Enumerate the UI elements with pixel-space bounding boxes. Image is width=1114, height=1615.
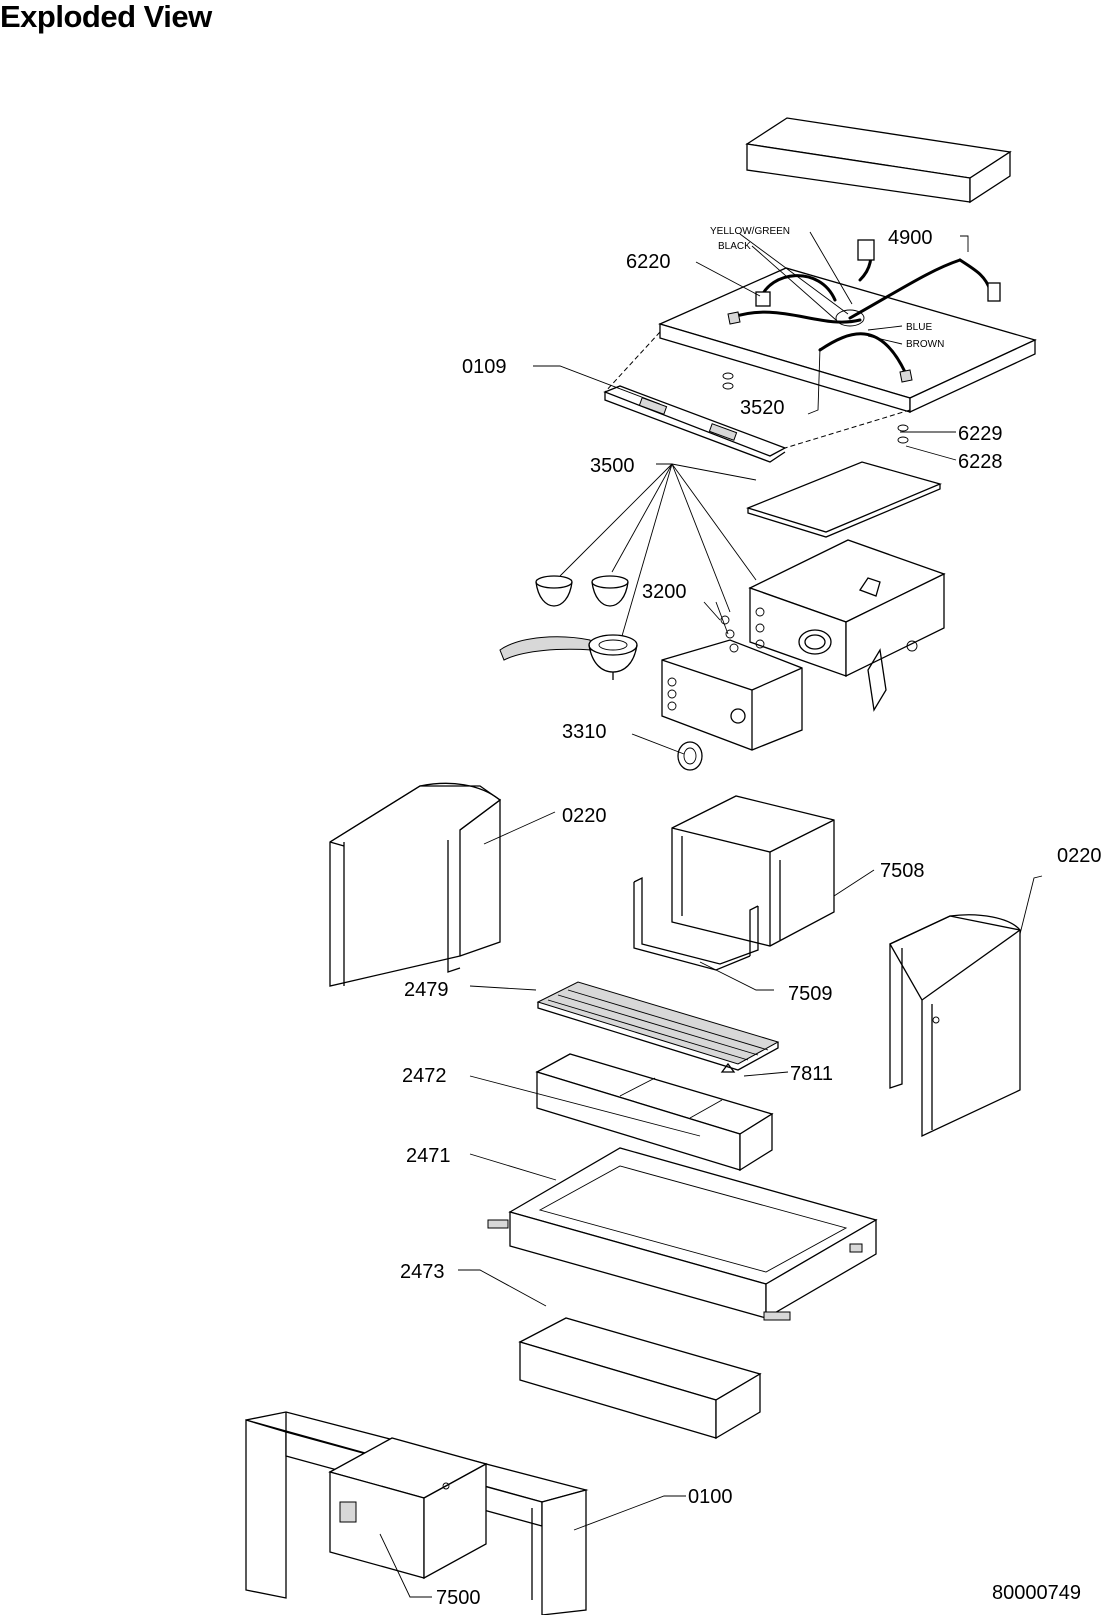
label-3310: 3310 [562, 721, 607, 743]
label-0109: 0109 [462, 356, 507, 378]
side-panel-left [329, 782, 502, 987]
washers [722, 372, 909, 444]
bracket-rail [603, 385, 787, 463]
filter-baskets [535, 575, 629, 607]
drip-grate [536, 981, 780, 1071]
wire-label-yellow-green: YELLOW/GREEN [710, 226, 790, 237]
label-2472: 2472 [402, 1065, 447, 1087]
label-6228: 6228 [958, 451, 1003, 473]
label-0220-left: 0220 [562, 805, 607, 827]
u-bracket [633, 876, 759, 971]
power-module [328, 1437, 488, 1580]
label-7508: 7508 [880, 860, 925, 882]
front-panel [661, 615, 803, 751]
label-2479: 2479 [404, 979, 449, 1001]
label-3500: 3500 [590, 455, 635, 477]
boiler-cover-plate [746, 461, 942, 538]
top-cover [745, 117, 1012, 204]
wire-label-brown: BROWN [906, 339, 944, 350]
wire-label-black: BLACK [718, 241, 751, 252]
side-panel-right [889, 914, 1021, 1138]
group-head-housing [748, 539, 946, 712]
drawer-housing [487, 1147, 878, 1321]
wire-labels: YELLOW/GREEN BLACK BLUE BROWN [710, 226, 944, 350]
drawer [518, 1317, 762, 1440]
control-knob [677, 741, 703, 771]
page-title: Exploded View [0, 0, 212, 34]
portafilter [499, 634, 638, 680]
label-0100: 0100 [688, 1486, 733, 1508]
label-3200: 3200 [642, 581, 687, 603]
label-6220: 6220 [626, 251, 671, 273]
drawing-number: 80000749 [992, 1582, 1081, 1604]
inner-frame [671, 795, 835, 947]
label-7811: 7811 [790, 1063, 833, 1085]
label-2473: 2473 [400, 1261, 445, 1283]
label-6229: 6229 [958, 423, 1003, 445]
label-2471: 2471 [406, 1145, 451, 1167]
label-3520: 3520 [740, 397, 785, 419]
wire-label-blue: BLUE [906, 322, 932, 333]
drip-tray [535, 1053, 774, 1172]
label-7509: 7509 [788, 983, 833, 1005]
part-labels: 4900 6220 0109 3520 6229 6228 3500 3200 … [400, 227, 1102, 1609]
label-0220-right: 0220 [1057, 845, 1102, 867]
label-7500: 7500 [436, 1587, 481, 1609]
label-4900: 4900 [888, 227, 933, 249]
leader-lines [379, 231, 1043, 1598]
top-plate [604, 267, 1037, 449]
